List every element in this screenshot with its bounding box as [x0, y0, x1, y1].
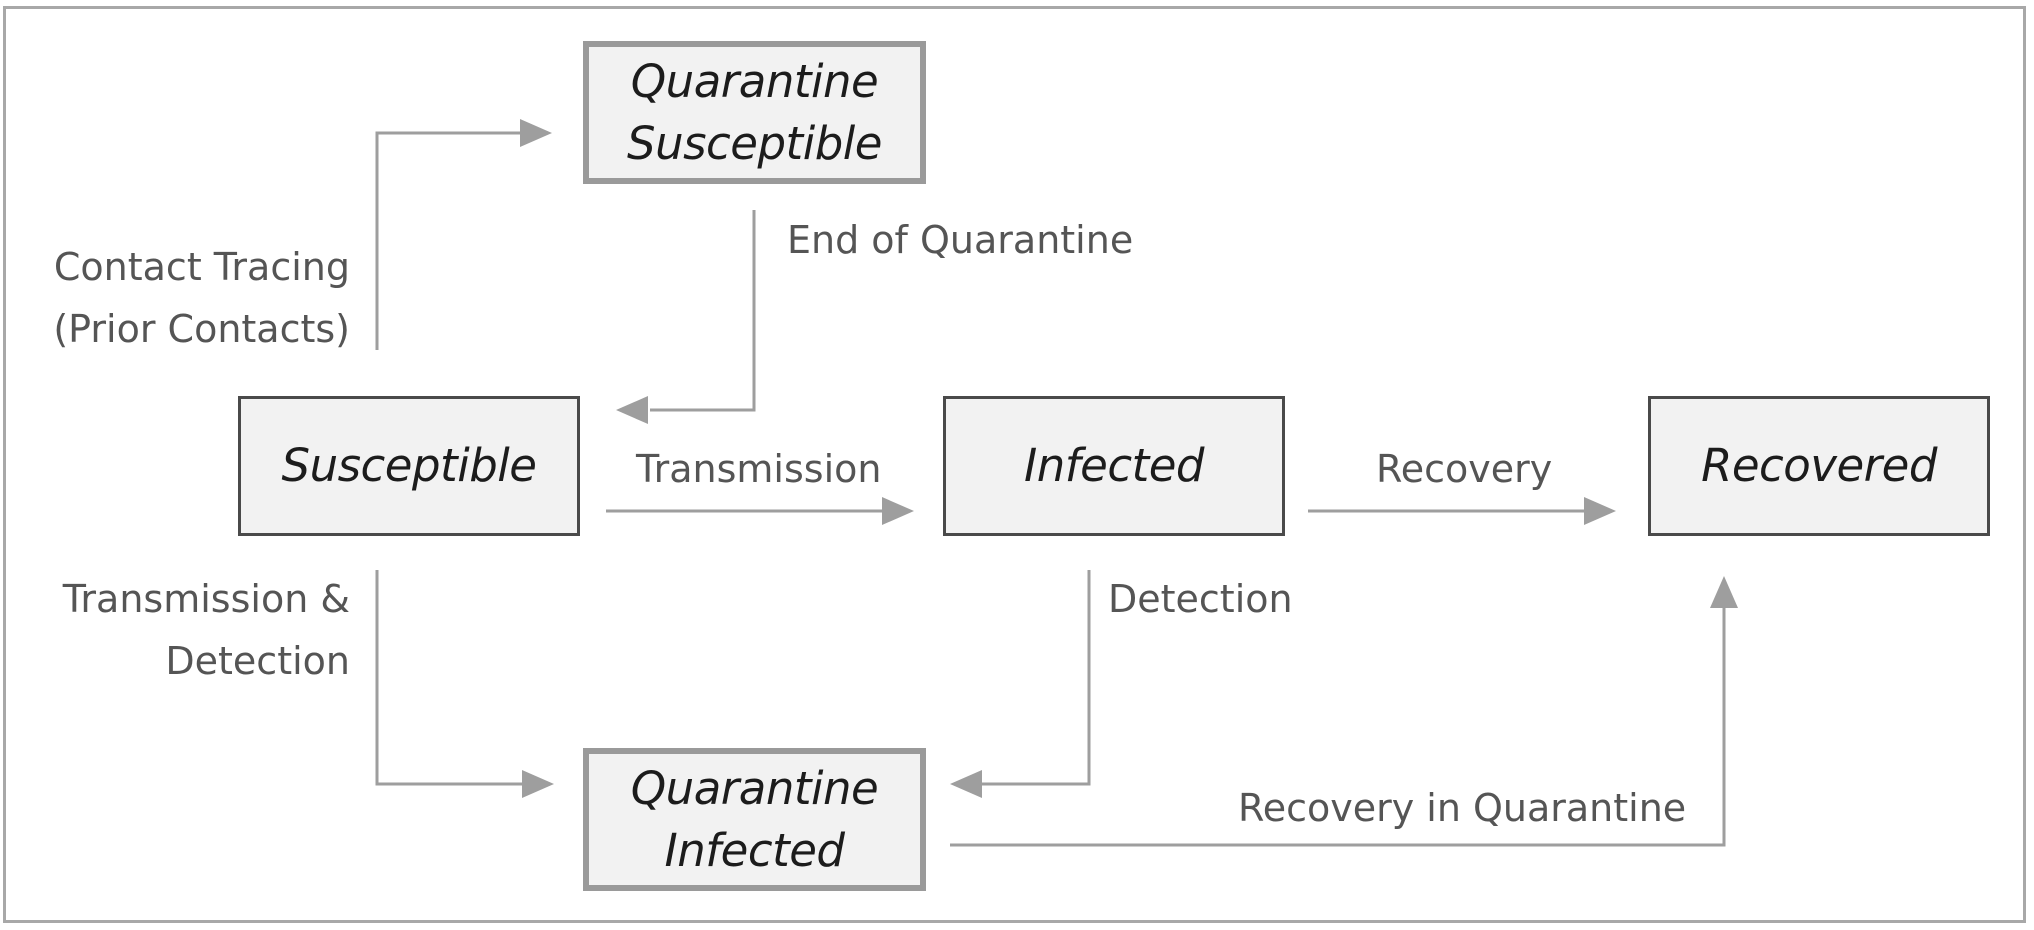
label-recovery-text: Recovery [1376, 447, 1553, 491]
arrowhead-recovery-in-quarantine [1710, 576, 1738, 608]
node-quarantine-susceptible-line2: Susceptible [627, 116, 882, 170]
label-transmission-detection-line2: Detection [165, 639, 350, 683]
node-recovered: Recovered [1648, 396, 1990, 536]
node-quarantine-infected: Quarantine Infected [583, 748, 926, 891]
arrowhead-transmission [882, 497, 914, 525]
node-recovered-label: Recovered [1701, 439, 1937, 492]
arrow-contact-tracing [375, 131, 548, 350]
label-detection-text: Detection [1108, 577, 1293, 621]
label-transmission-detection-line1: Transmission & [62, 577, 350, 621]
diagram-frame [3, 6, 2026, 923]
label-recovery-in-quarantine: Recovery in Quarantine [1238, 777, 1686, 839]
arrow-transmission-detection [375, 570, 530, 786]
node-quarantine-susceptible: Quarantine Susceptible [583, 41, 926, 184]
node-quarantine-susceptible-line1: Quarantine [630, 54, 879, 108]
arrowhead-transmission-detection [522, 770, 554, 798]
arrowhead-recovery [1584, 497, 1616, 525]
label-transmission-detection: Transmission & Detection [63, 568, 350, 692]
label-detection: Detection [1108, 568, 1293, 630]
label-recovery: Recovery [1376, 438, 1552, 500]
node-susceptible-label: Susceptible [281, 439, 537, 492]
arrow-detection [980, 570, 1091, 786]
node-susceptible: Susceptible [238, 396, 580, 536]
node-quarantine-infected-line1: Quarantine [630, 761, 879, 815]
node-infected: Infected [943, 396, 1285, 536]
label-end-of-quarantine: End of Quarantine [787, 209, 1133, 271]
arrowhead-end-of-quarantine [616, 396, 648, 424]
node-infected-label: Infected [1024, 439, 1204, 492]
arrow-recovery-in-quarantine [950, 605, 1726, 847]
arrowhead-detection [950, 770, 982, 798]
arrowhead-contact-tracing [520, 119, 552, 147]
label-transmission: Transmission [636, 438, 881, 500]
label-recovery-in-quarantine-text: Recovery in Quarantine [1238, 786, 1687, 830]
label-end-of-quarantine-text: End of Quarantine [787, 218, 1134, 262]
arrow-end-of-quarantine [650, 210, 756, 412]
label-contact-tracing-line2: (Prior Contacts) [53, 307, 350, 351]
label-contact-tracing: Contact Tracing (Prior Contacts) [53, 236, 350, 360]
label-contact-tracing-line1: Contact Tracing [53, 245, 350, 289]
label-transmission-text: Transmission [636, 447, 882, 491]
node-quarantine-infected-line2: Infected [664, 823, 845, 877]
